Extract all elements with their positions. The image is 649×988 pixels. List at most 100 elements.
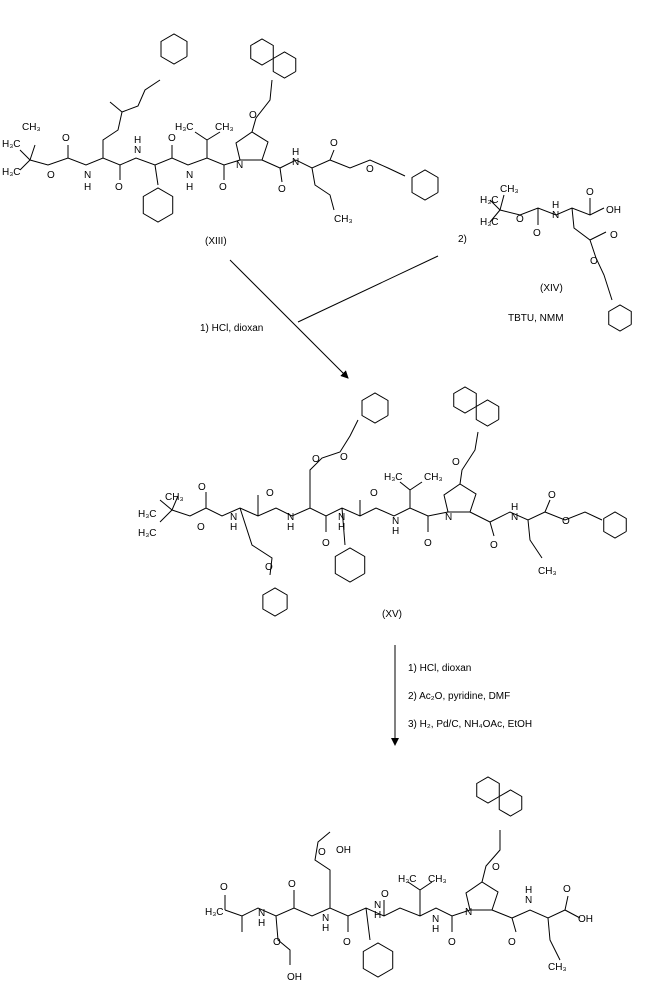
atom-label: H₃C [384, 472, 403, 483]
atom-label: O [249, 110, 257, 121]
atom-label: O [273, 937, 281, 948]
atom-label: N [465, 907, 472, 918]
bond [329, 159, 406, 177]
atom-label: N [432, 914, 439, 925]
atom-label: N [445, 512, 452, 523]
bond [261, 159, 283, 183]
benzyl-ring [262, 587, 288, 617]
bond [341, 507, 346, 546]
atom-label: CH₃ [424, 472, 443, 483]
backbone-xiii [29, 157, 241, 166]
bond [251, 79, 273, 133]
bond [459, 431, 479, 485]
bond [311, 167, 335, 211]
pyrrolidine-ring [443, 483, 477, 513]
atom-label: CH₃ [548, 962, 567, 973]
atom-label: H₃C [175, 122, 194, 133]
atom-label: O [533, 228, 541, 239]
bond [489, 499, 551, 523]
atom-label: CH₃ [428, 874, 447, 885]
compound-label-xiv: (XIV) [540, 283, 563, 294]
atom-label: O [220, 882, 228, 893]
atom-label: N [511, 512, 518, 523]
atom-label: O [381, 889, 389, 900]
atom-label: O [47, 170, 55, 181]
atom-label: O [62, 133, 70, 144]
atom-label: O [490, 540, 498, 551]
bond [527, 519, 543, 559]
bond [491, 909, 517, 933]
bond [481, 830, 501, 883]
reagent-tbtu-nmm: TBTU, NMM [508, 313, 564, 324]
atom-label: O [548, 490, 556, 501]
bond [121, 79, 161, 113]
bond [469, 511, 495, 537]
bond [489, 199, 501, 211]
atom-label: H [292, 147, 299, 158]
atom-label: H [392, 526, 399, 537]
reagent-hydrogenation: 3) H₂, Pd/C, NH₄OAc, EtOH [408, 719, 533, 730]
atom-label: H [511, 502, 518, 513]
atom-label: O [219, 182, 227, 193]
atom-label: O [586, 187, 594, 198]
atom-label: H [230, 522, 237, 533]
atom-label: O [197, 522, 205, 533]
naphthalene-ring [453, 386, 477, 414]
atom-label: O [322, 538, 330, 549]
bond [419, 881, 433, 891]
atom-label: O [448, 937, 456, 948]
bond [314, 831, 331, 908]
benzyl-ring [411, 169, 439, 201]
bond [544, 511, 603, 521]
naphthalene-ring [272, 51, 297, 79]
atom-label: N [338, 512, 345, 523]
bond [409, 481, 423, 491]
atom-label: O [610, 230, 618, 241]
atom-label: N [552, 210, 559, 221]
atom-label: O [492, 862, 500, 873]
atom-label: O [168, 133, 176, 144]
bond [275, 915, 291, 965]
atom-label: H₃C [398, 874, 417, 885]
atom-label: O [516, 214, 524, 225]
atom-label: CH₃ [334, 214, 353, 225]
atom-label: N [134, 145, 141, 156]
atom-label: N [392, 516, 399, 527]
atom-label: O [424, 538, 432, 549]
bond [102, 111, 123, 158]
atom-label: O [312, 454, 320, 465]
reagent-step2-number: 2) [458, 234, 467, 245]
atom-label: H [84, 182, 91, 193]
bond [489, 209, 501, 223]
atom-label: O [330, 138, 338, 149]
bond [194, 131, 208, 158]
atom-label: O [340, 452, 348, 463]
reagent-ac2o: 2) Ac₂O, pyridine, DMF [408, 691, 511, 702]
atom-label: H [525, 885, 532, 896]
bond [399, 481, 411, 508]
atom-label: H₃C [138, 528, 157, 539]
naphthalene-ring [250, 38, 274, 66]
atom-label: H [322, 923, 329, 934]
reagent-join-line [297, 255, 439, 323]
atom-label: CH₃ [538, 566, 557, 577]
bond [109, 101, 123, 113]
atom-label: H₃C [138, 509, 157, 520]
atom-label: O [343, 937, 351, 948]
compound-label-xv: (XV) [382, 609, 402, 620]
atom-label: H [186, 182, 193, 193]
atom-label: CH₃ [165, 492, 184, 503]
pyrrolidine-ring [235, 131, 269, 161]
bond [206, 131, 221, 141]
atom-label: O [266, 488, 274, 499]
atom-label: H [338, 522, 345, 533]
cyclohexyl-ring [142, 187, 174, 223]
benzyl-ring [608, 304, 632, 332]
atom-label: N [258, 908, 265, 919]
benzyl-ring [361, 392, 389, 424]
atom-label: O [562, 516, 570, 527]
bond [571, 207, 607, 241]
atom-label: H [432, 924, 439, 935]
